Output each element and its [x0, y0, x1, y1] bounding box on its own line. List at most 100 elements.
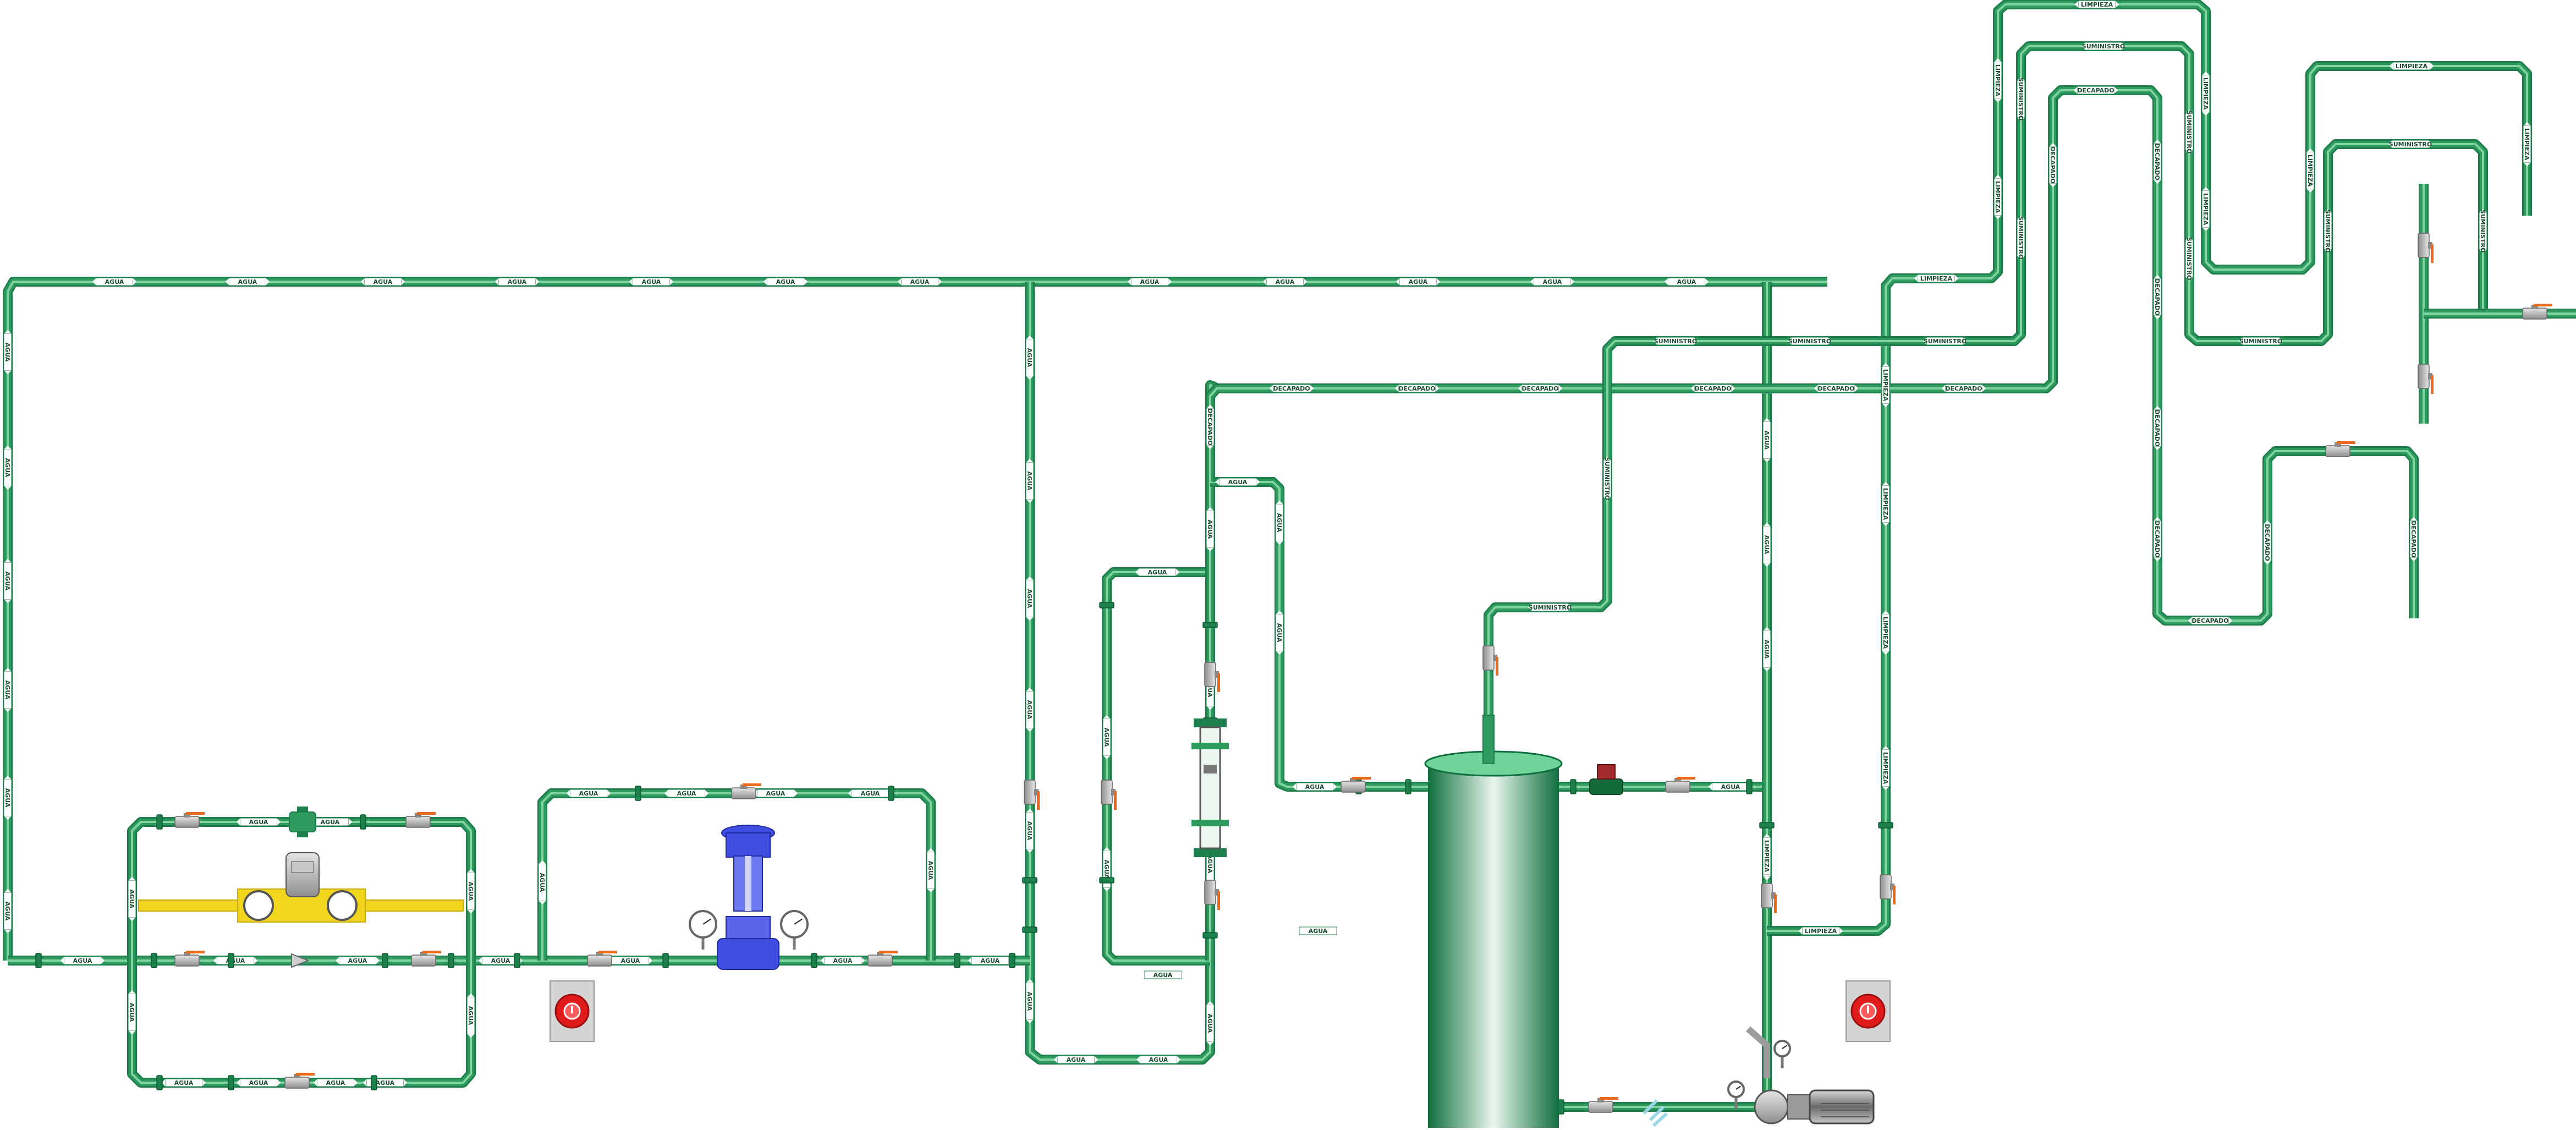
- pipe-label: AGUA: [3, 559, 12, 603]
- pipe-label: AGUA: [821, 956, 865, 965]
- ball-valve-icon[interactable]: [2418, 364, 2434, 394]
- ball-valve-icon[interactable]: [174, 812, 205, 828]
- ball-valve-icon[interactable]: [1665, 777, 1695, 793]
- flow-arrow-icon: [927, 889, 934, 892]
- valve-body: [1101, 780, 1113, 805]
- pipe-label-text: AGUA: [238, 278, 257, 286]
- pipe-flange: [1570, 779, 1577, 794]
- flow-arrow-icon: [1882, 404, 1889, 407]
- pipe-flange: [811, 953, 817, 968]
- pipe-flange: [228, 1075, 234, 1090]
- pipe-label-text: AGUA: [467, 882, 474, 901]
- ball-valve-icon[interactable]: [1880, 874, 1896, 904]
- pipe-flange: [1746, 779, 1753, 794]
- ball-valve-icon[interactable]: [731, 783, 761, 799]
- pipe-label-text: AGUA: [1148, 569, 1167, 576]
- ball-valve-icon[interactable]: [405, 812, 436, 828]
- ball-valve-icon[interactable]: [1588, 1097, 1618, 1113]
- pipe-label-text: AGUA: [539, 873, 546, 892]
- flow-arrow-icon: [1333, 783, 1337, 790]
- pipe-label-text: AGUA: [1677, 278, 1696, 286]
- ball-valve-icon[interactable]: [867, 951, 898, 967]
- pipe-label: AGUA: [1762, 627, 1771, 671]
- pipe-flange: [371, 1075, 377, 1090]
- flow-arrow-icon: [2202, 72, 2209, 75]
- flow-arrow-icon: [764, 278, 767, 285]
- ball-valve-icon[interactable]: [411, 951, 441, 967]
- flow-arrow-icon: [1276, 611, 1283, 614]
- flow-arrow-icon: [1296, 928, 1299, 934]
- ball-valve-icon[interactable]: [1482, 645, 1498, 676]
- flow-arrow-icon: [1764, 418, 1770, 421]
- flow-arrow-icon: [1571, 278, 1574, 285]
- ball-valve-icon[interactable]: [1761, 883, 1777, 913]
- ball-valve-icon[interactable]: [284, 1073, 315, 1089]
- flow-arrow-icon: [237, 1079, 240, 1086]
- valve-handle: [598, 951, 617, 953]
- pipe-label: DECAPADO: [2048, 143, 2057, 187]
- flow-arrow-icon: [794, 790, 798, 797]
- flow-arrow-icon: [2430, 63, 2434, 69]
- pipe-flange: [1009, 953, 1015, 968]
- pipe-label-text: AGUA: [1409, 278, 1428, 286]
- flow-arrow-icon: [2154, 180, 2161, 184]
- pipe-label: AGUA: [1216, 478, 1260, 486]
- flow-arrow-icon: [1518, 385, 1522, 392]
- valve-body: [1665, 781, 1690, 793]
- pipe-label-text: AGUA: [467, 1006, 474, 1025]
- flow-arrow-icon: [4, 600, 11, 603]
- valve-body: [1482, 645, 1495, 671]
- pipe-label-text: AGUA: [1228, 479, 1248, 486]
- ball-valve-icon[interactable]: [1341, 777, 1371, 793]
- valve-body: [405, 816, 431, 828]
- ball-valve-icon[interactable]: [2522, 304, 2552, 320]
- flow-arrow-icon: [1026, 979, 1033, 983]
- pipe-label-text: DECAPADO: [1398, 385, 1435, 392]
- flow-arrow-icon: [1995, 99, 2001, 102]
- flow-arrow-icon: [2429, 141, 2432, 147]
- flow-arrow-icon: [927, 848, 934, 852]
- ball-valve-icon[interactable]: [587, 951, 617, 967]
- pipe-flange: [35, 953, 42, 968]
- flow-arrow-icon: [1026, 809, 1033, 812]
- pipe-label-text: AGUA: [1154, 972, 1173, 979]
- flow-arrow-icon: [2325, 250, 2331, 253]
- ball-valve-icon[interactable]: [1204, 662, 1220, 692]
- flow-arrow-icon: [2018, 77, 2024, 80]
- valve-body: [174, 816, 200, 828]
- rotameter-bracket: [1191, 743, 1229, 749]
- flow-arrow-icon: [61, 957, 64, 964]
- centrifugal-pump-icon[interactable]: [1754, 1089, 1875, 1124]
- valve-body: [2418, 364, 2430, 389]
- pipe-label: LIMPIEZA: [1881, 363, 1890, 407]
- ball-valve-icon[interactable]: [2418, 233, 2434, 263]
- pipe-label: SUMINISTRO: [2324, 209, 2332, 253]
- pipe-label: AGUA: [237, 1078, 281, 1087]
- solenoid-valve-icon[interactable]: [1589, 764, 1623, 795]
- pipe-label-text: AGUA: [249, 819, 268, 826]
- pump-coupling: [1787, 1094, 1810, 1120]
- actuator-body: [726, 832, 771, 858]
- pipe-body: [1103, 569, 1210, 964]
- flow-arrow-icon: [2202, 112, 2209, 116]
- pipe-label-text: SUMINISTRO: [2389, 141, 2432, 148]
- control-valve-icon[interactable]: [717, 825, 779, 970]
- flow-arrow-icon: [1103, 715, 1110, 718]
- ball-valve-icon[interactable]: [174, 951, 205, 967]
- pipe-label-text: AGUA: [4, 572, 11, 591]
- pipe-label: AGUA: [1709, 782, 1753, 791]
- ball-valve-icon[interactable]: [2325, 441, 2355, 457]
- ball-valve-icon[interactable]: [1101, 780, 1117, 810]
- pipe-label: AGUA: [1275, 501, 1284, 545]
- flow-arrow-icon: [2410, 558, 2417, 561]
- flow-arrow-icon: [4, 889, 11, 892]
- rotameter-bracket: [1191, 820, 1229, 826]
- pipe-body: [1210, 479, 1429, 790]
- ball-valve-icon[interactable]: [1024, 780, 1040, 810]
- ball-valve-icon[interactable]: [1204, 880, 1220, 910]
- flow-arrow-icon: [4, 930, 11, 933]
- pipe-label-text: AGUA: [321, 819, 340, 826]
- emergency-stop-icon[interactable]: [1846, 980, 1891, 1042]
- flow-transmitter-assembly: [138, 807, 464, 923]
- emergency-stop-icon[interactable]: [550, 980, 595, 1042]
